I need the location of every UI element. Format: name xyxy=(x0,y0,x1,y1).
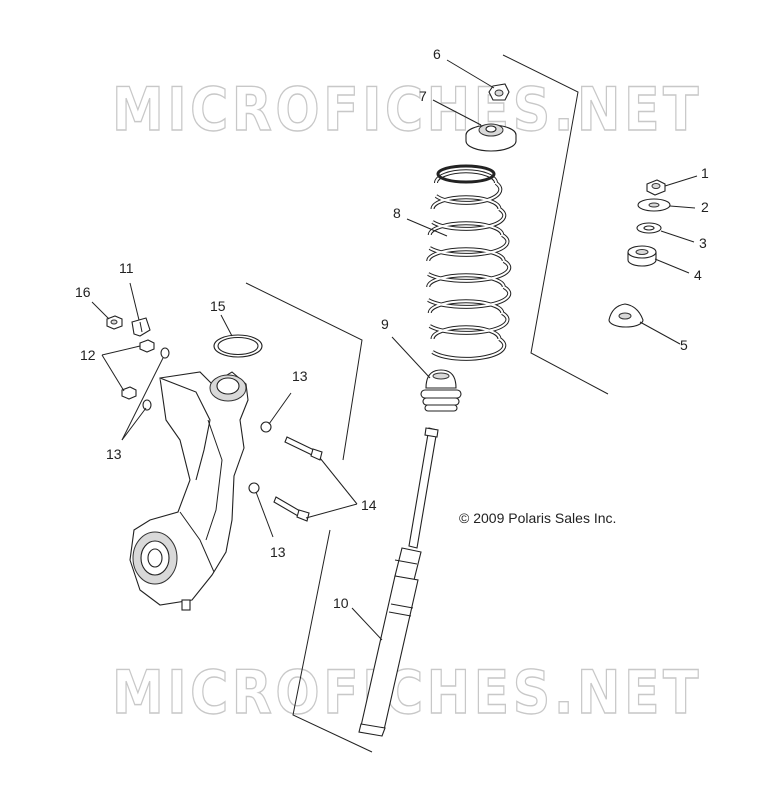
callout-16: 16 xyxy=(75,284,91,300)
callout-15: 15 xyxy=(210,298,226,314)
callout-12: 12 xyxy=(80,347,96,363)
callout-9: 9 xyxy=(381,316,389,332)
callout-13-lower: 13 xyxy=(270,544,286,560)
callout-13-left: 13 xyxy=(106,446,122,462)
bolts-part-14 xyxy=(273,436,323,522)
washer-part-2 xyxy=(637,198,671,212)
coil-spring-part-8 xyxy=(426,164,512,361)
callout-labels: 1 2 3 4 5 6 7 8 9 10 11 12 13 13 13 14 1… xyxy=(75,46,709,611)
leader-lines xyxy=(91,59,698,641)
bushing-part-4 xyxy=(627,245,657,267)
callout-10: 10 xyxy=(333,595,349,611)
steering-knuckle xyxy=(129,371,249,611)
callout-4: 4 xyxy=(694,267,702,283)
copyright-notice: © 2009 Polaris Sales Inc. xyxy=(459,510,616,526)
callout-7: 7 xyxy=(419,88,427,104)
callout-6: 6 xyxy=(433,46,441,62)
callout-1: 1 xyxy=(701,165,709,181)
watermark-top: MICROFICHES.NET xyxy=(112,75,702,145)
clip-part-11 xyxy=(131,317,151,337)
callout-14: 14 xyxy=(361,497,377,513)
bracket-upper xyxy=(502,54,609,395)
upper-mount-part-7 xyxy=(465,123,517,152)
snap-ring-part-15 xyxy=(213,334,263,358)
cone-bushing-part-5 xyxy=(608,303,644,328)
callout-13-upper: 13 xyxy=(292,368,308,384)
bump-stop-part-9 xyxy=(420,369,462,412)
callout-11: 11 xyxy=(119,260,134,276)
bracket-center xyxy=(245,282,373,753)
spring-coil-highlight xyxy=(427,170,511,360)
nut-part-16 xyxy=(106,315,123,330)
nuts-part-12 xyxy=(121,339,155,400)
nut-part-1 xyxy=(646,179,666,196)
callout-5: 5 xyxy=(680,337,688,353)
callout-8: 8 xyxy=(393,205,401,221)
callout-3: 3 xyxy=(699,235,707,251)
callout-2: 2 xyxy=(701,199,709,215)
spring-top-coil xyxy=(436,164,496,184)
washer-part-3 xyxy=(636,222,662,234)
watermark-bottom: MICROFICHES.NET xyxy=(112,658,702,728)
washers-part-13 xyxy=(142,347,272,494)
shock-absorber-part-10 xyxy=(358,427,439,737)
